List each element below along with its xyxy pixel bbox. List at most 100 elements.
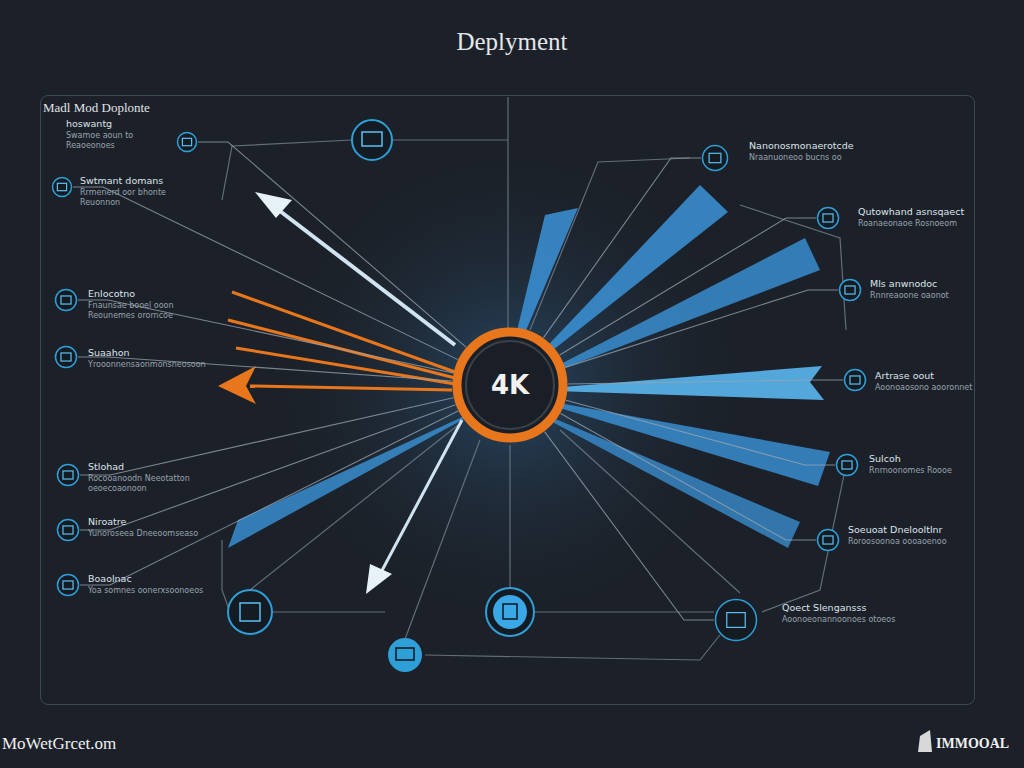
node-heading: Nanonosmonaerotcde (749, 140, 874, 151)
icon-node (714, 598, 758, 642)
node-body: Yunoroseea Dneeoomseaso (88, 529, 208, 539)
icon-glyph (63, 526, 73, 534)
icon-node: SulcohRnrnoonomes Roooe (835, 453, 859, 477)
icon-node: StlohadRocooanoodn Neeotatton oeoecoaono… (56, 463, 80, 487)
connector-group (73, 142, 843, 620)
icon-circle (388, 638, 422, 672)
logo-mark (918, 730, 932, 752)
node-body: Nraanuoneoo bucns oo (749, 153, 874, 163)
node-texts: Swtmant domansRrmenerd oor bhonte Reuonn… (80, 175, 200, 208)
panel-title: Madl Mod Doplonte (43, 100, 150, 116)
node-texts: NanonosmonaerotcdeNraanuoneoo bucns oo (749, 140, 874, 163)
icon-node (54, 288, 78, 312)
wire (222, 540, 230, 612)
node-heading: Sulcoh (869, 453, 974, 464)
center-node: 4K (452, 327, 568, 443)
node-body: Fnaunsae booel ooon Reounemes ororncoe (88, 301, 198, 321)
connector-line (80, 405, 455, 530)
panel-texts: Madl Mod Doplonte (43, 100, 150, 116)
icon-circle (56, 347, 77, 368)
inner-ring (466, 341, 554, 429)
node-body: Yrooonnensaonmonsneosoon (88, 360, 198, 370)
node-texts: BoaolnacYoa somnes oonerxsoonoeos (88, 573, 208, 596)
icon-circle (178, 133, 197, 152)
node-body: Yoa somnes oonerxsoonoeos (88, 586, 208, 596)
connector-line (78, 357, 452, 381)
node-texts: SulcohRnrnoonomes Roooe (869, 453, 974, 476)
orange-arrowhead (218, 366, 256, 404)
node-texts: Qoect SlengansssAoonoeonannoonoes otoeos (782, 602, 912, 625)
node-heading: Enlocotno (88, 288, 198, 299)
node-heading: Qoect Slengansss (782, 602, 912, 613)
node-body: Rrmenerd oor bhonte Reuonnon (80, 188, 200, 208)
diagram-title: Deplyment (0, 28, 1024, 56)
icon-node (56, 463, 80, 487)
icon-circle (716, 600, 757, 641)
wire (509, 445, 510, 590)
icon-node: NanonosmonaerotcdeNraanuoneoo bucns oo (701, 144, 729, 172)
wire (425, 635, 720, 660)
light-beam (520, 238, 820, 385)
icon-circle (486, 588, 534, 636)
node-body: Rocooanoodn Neeotatton oeoecoaonoon (88, 474, 208, 494)
icon-node (843, 368, 867, 392)
orange-line (250, 386, 452, 390)
icon-node (816, 206, 840, 230)
icon-glyph (396, 648, 414, 660)
wire (507, 97, 508, 330)
icon-circle (703, 146, 728, 171)
node-heading: Boaolnac (88, 573, 208, 584)
wire (762, 470, 845, 612)
node-heading: Mls anwnodoc (870, 278, 975, 289)
node-heading: Swtmant domans (80, 175, 200, 186)
wire (405, 440, 480, 639)
icon-circle (352, 120, 392, 160)
icon-node: NiroatreYunoroseea Dneeoomseaso (56, 518, 80, 542)
icon-glyph (61, 353, 71, 361)
icon-node (835, 453, 859, 477)
icon-circle (845, 370, 866, 391)
connector-line (565, 290, 838, 367)
icon-circle (56, 290, 77, 311)
icon-node: Qutowhand asnsqaectRoanaeonaoe Rosnoeom (816, 206, 840, 230)
connector-line (544, 158, 701, 338)
icon-circle (228, 590, 272, 634)
node-heading: Niroatre (88, 516, 208, 527)
icon-circle (53, 178, 72, 197)
icon-glyph (850, 376, 860, 384)
icon-glyph (61, 296, 71, 304)
node-body: Aoonoaosono aooronnet (875, 383, 975, 393)
icon-circle (837, 455, 858, 476)
node-heading: Soeuoat Dnelooltlnr (848, 524, 973, 535)
center-ring (457, 332, 563, 438)
icon-glyph (727, 613, 745, 628)
icon-node: EnlocotnoFnaunsae booel ooon Reounemes o… (54, 288, 78, 312)
wire (222, 140, 352, 200)
icon-node: hoswantgSwamoe aoun to Reaoeonoes (176, 131, 198, 153)
icon-glyph (845, 286, 855, 294)
icon-node (54, 345, 78, 369)
node-texts: Mls anwnodocRnnreaoone oaonot (870, 278, 975, 301)
node-body: Swamoe aoun to Reaoeonoes (66, 131, 171, 151)
connector-line (560, 218, 816, 355)
node-body: Aoonoeonannoonoes otoeos (782, 615, 912, 625)
node-body: Rnnreaoone oaonot (870, 291, 975, 301)
node-heading: hoswantg (66, 118, 171, 129)
node-body: Roanaeonaoe Rosnoeom (858, 219, 973, 229)
icon-glyph (63, 471, 73, 479)
wire (532, 611, 714, 612)
icon-node (56, 573, 80, 597)
icon-circle (58, 520, 79, 541)
wire (272, 611, 385, 612)
icon-node (701, 144, 729, 172)
icon-glyph (823, 214, 833, 222)
light-beam (228, 402, 495, 548)
node-heading: Artrase oout (875, 370, 975, 381)
icon-node: Mls anwnodocRnnreaoone oaonot (838, 278, 862, 302)
icon-glyph (823, 536, 833, 544)
connector-line (566, 400, 835, 465)
connector-line (80, 411, 458, 585)
icon-glyph (240, 603, 260, 621)
